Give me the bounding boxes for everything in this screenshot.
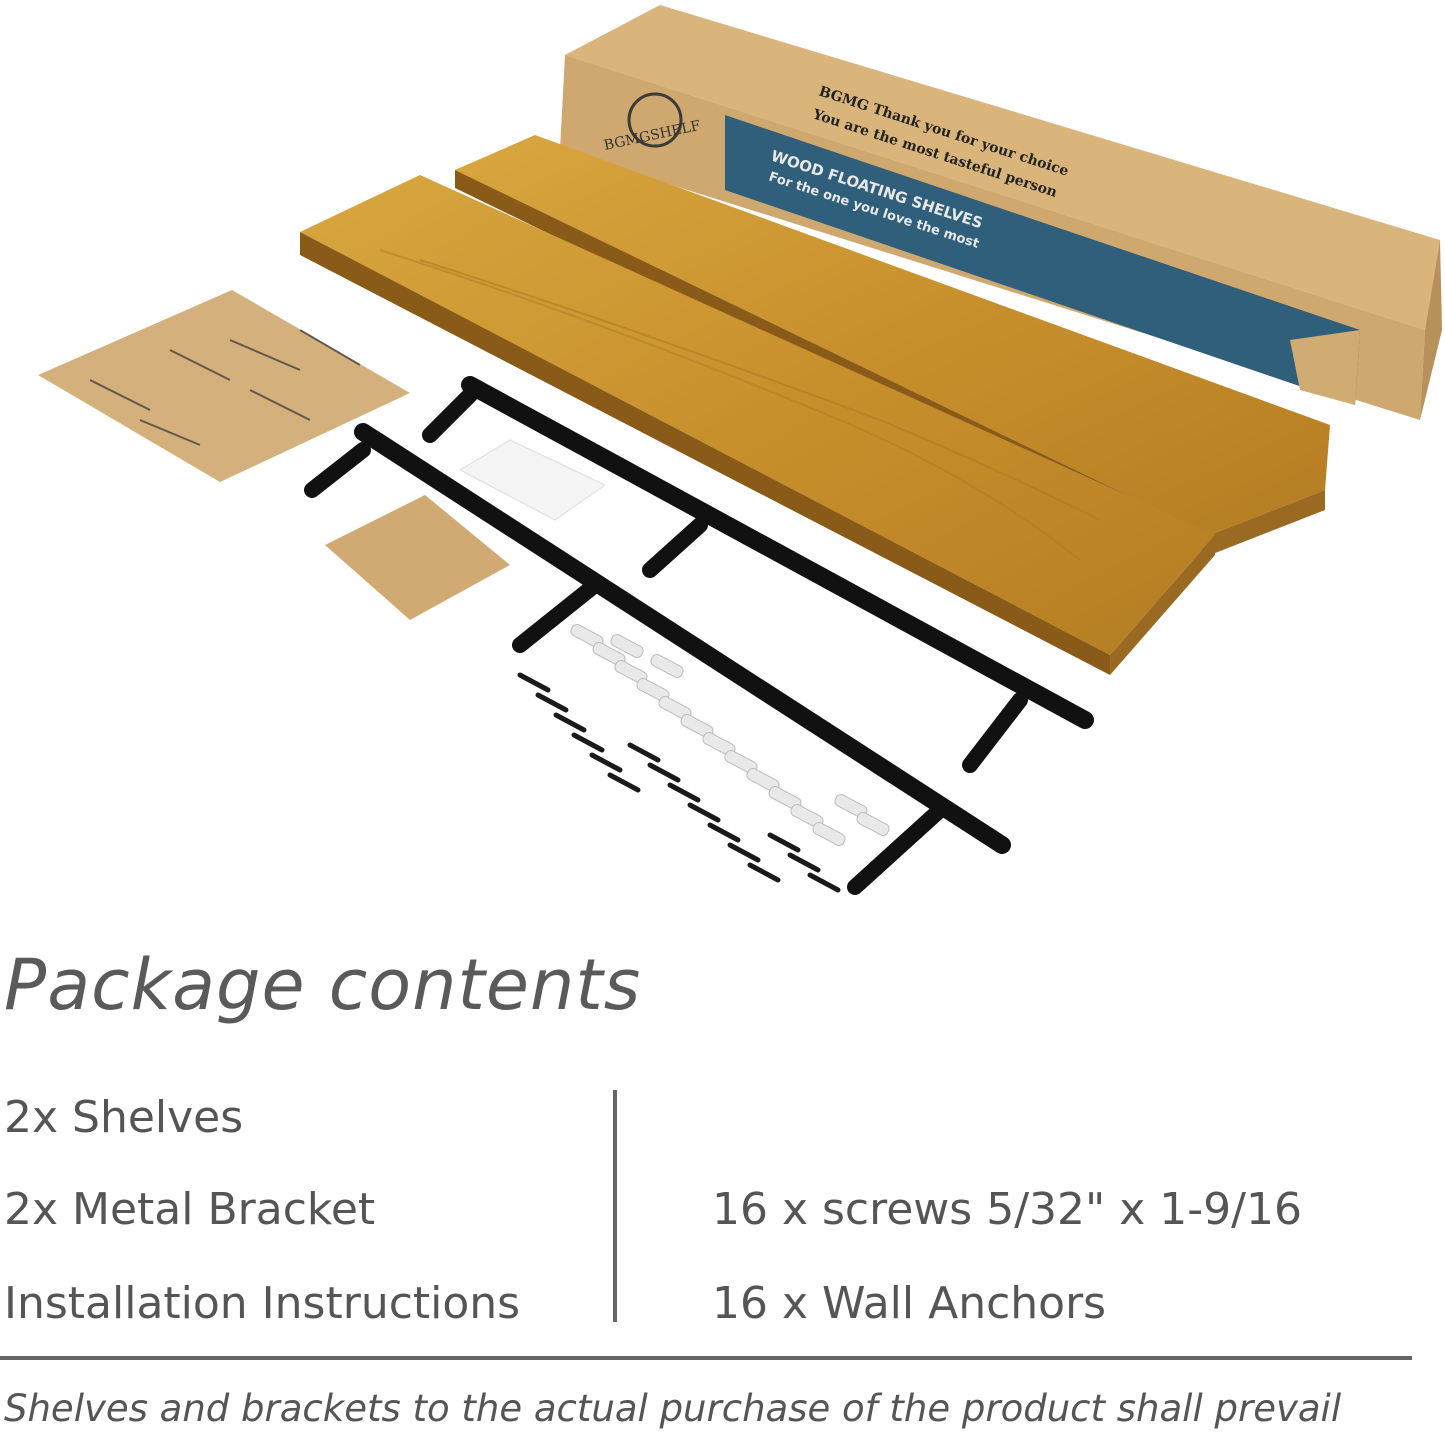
product-photo: BGMGSHELF WOOD FLOATING SHELVES For the … — [38, 5, 1442, 895]
metal-bracket — [304, 423, 1011, 895]
content-item-anchors: 16 x Wall Anchors — [712, 1278, 1107, 1329]
instruction-booklet — [325, 495, 510, 620]
column-divider — [613, 1090, 617, 1322]
content-item-screws: 16 x screws 5/32" x 1-9/16 — [712, 1184, 1302, 1235]
divider-line — [0, 1356, 1412, 1360]
wood-shelf — [300, 175, 1215, 675]
page-title: Package contents — [4, 944, 642, 1026]
content-item-shelves: 2x Shelves — [4, 1092, 244, 1143]
screws — [517, 672, 841, 893]
metal-bracket — [422, 376, 1094, 773]
spec-card — [458, 439, 606, 521]
instruction-sheet — [38, 290, 410, 482]
wall-anchors — [570, 623, 890, 847]
content-item-instructions: Installation Instructions — [4, 1278, 521, 1329]
content-item-bracket: 2x Metal Bracket — [4, 1184, 376, 1235]
disclaimer-note: Shelves and brackets to the actual purch… — [4, 1387, 1342, 1430]
